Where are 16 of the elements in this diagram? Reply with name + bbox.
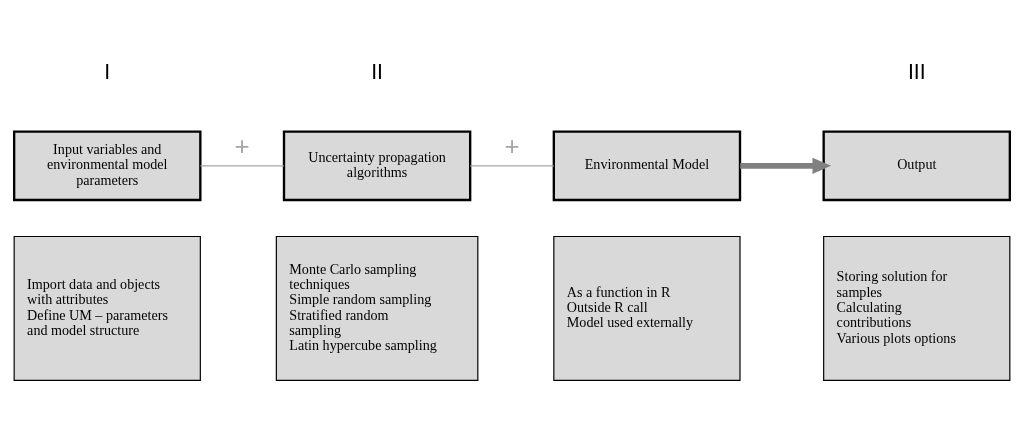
node-box: Uncertainty propagation algorithms xyxy=(282,130,472,201)
node-box: Environmental Model xyxy=(552,130,742,201)
label: I xyxy=(104,59,111,83)
node-box: As a function in R Outside R call Model used externally xyxy=(553,235,741,381)
edge-label: + xyxy=(504,131,520,160)
connector xyxy=(199,164,285,166)
label: III xyxy=(907,59,926,83)
label: II xyxy=(371,59,383,83)
node-box: Storing solution for samples Calculating contributions Various plots options xyxy=(823,235,1011,381)
node-box: Output xyxy=(822,130,1011,201)
arrow xyxy=(740,157,831,174)
node-box: Monte Carlo sampling techniques Simple random sampling Stratified random sampling Latin hypercube sampling xyxy=(275,235,479,381)
edge-label: + xyxy=(234,131,250,160)
node-box: Import data and objects with attributes Define UM – parameters and model structure xyxy=(13,235,201,381)
node-box: Input variables and environmental model parameters xyxy=(13,130,202,201)
connector xyxy=(469,164,555,166)
